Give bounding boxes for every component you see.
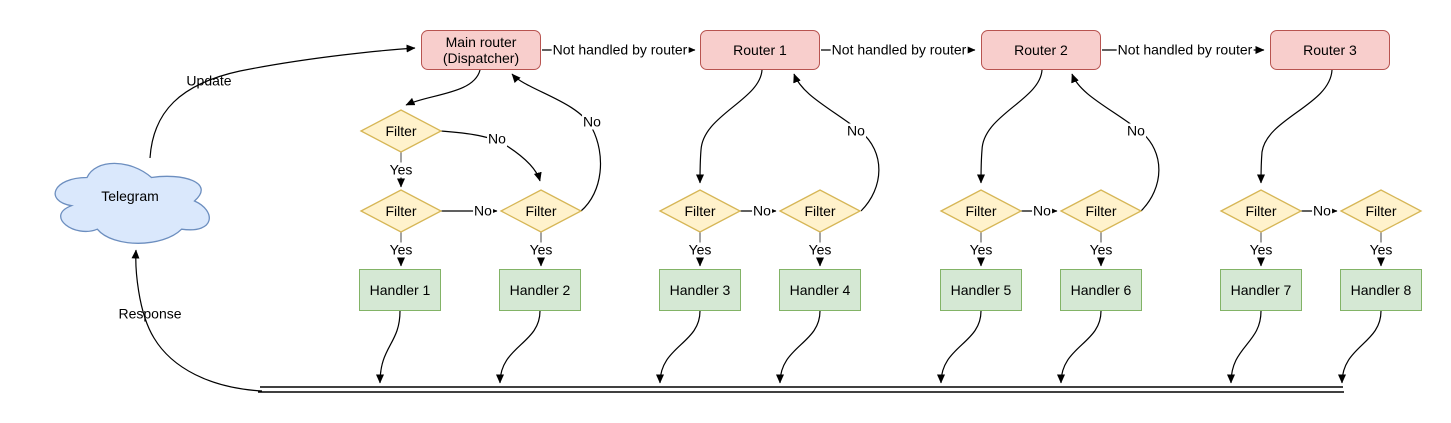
update-arrow [149, 44, 416, 159]
handler4-label: Handler 4 [789, 282, 851, 298]
no-label-b: No [473, 202, 493, 219]
update-label: Update [186, 72, 232, 89]
handler3-to-bus-arrow [656, 310, 701, 384]
filter-label-c: Filter [525, 203, 557, 219]
handler5-node: Handler 5 [940, 269, 1022, 311]
yes-label-h4: Yes [807, 241, 833, 258]
yes-stub-lines [400, 152, 1382, 243]
filter-label-d: Filter [684, 203, 716, 219]
no-label-r2: No [1032, 202, 1052, 219]
router2-no-return-arrow [1071, 73, 1160, 212]
dispatcher-label-line2: (Dispatcher) [442, 50, 520, 66]
router3-to-filter-arrow [1257, 69, 1333, 184]
handler3-node: Handler 3 [659, 269, 741, 311]
filter-label-e: Filter [804, 203, 836, 219]
no-label-r1: No [752, 202, 772, 219]
dispatcher-node: Main router (Dispatcher) [421, 30, 541, 70]
yes-label-h2: Yes [528, 241, 554, 258]
handler3-label: Handler 3 [669, 282, 731, 298]
filter-diamond-e [778, 189, 862, 233]
handler7-label: Handler 7 [1230, 282, 1292, 298]
router1-node: Router 1 [700, 30, 820, 70]
filter-diamond-a [359, 109, 443, 153]
handler5-label: Handler 5 [950, 282, 1012, 298]
router1-no-return-arrow [793, 73, 880, 212]
not-handled-label-3: Not handled by router [1116, 41, 1254, 58]
filter-diamond-f [939, 189, 1023, 233]
router2-label: Router 2 [1014, 42, 1068, 58]
handler6-to-bus-arrow [1057, 310, 1102, 384]
yes-label-h3: Yes [687, 241, 713, 258]
filter-diamond-d [658, 189, 742, 233]
filter-label-a: Filter [385, 123, 417, 139]
handler2-node: Handler 2 [499, 269, 581, 311]
filter-diamond-h [1219, 189, 1303, 233]
handler1-to-bus-arrow [376, 310, 401, 384]
handler1-node: Handler 1 [359, 269, 441, 311]
filter-a-no-arrow [440, 130, 542, 182]
handler6-node: Handler 6 [1060, 269, 1142, 311]
router2-to-filter-arrow [977, 69, 1043, 184]
router2-node: Router 2 [981, 30, 1101, 70]
handler2-to-bus-arrow [496, 310, 541, 384]
yes-label-h7: Yes [1248, 241, 1274, 258]
dispatcher-label-line1: Main router [445, 34, 517, 50]
yes-label-ab: Yes [388, 161, 414, 178]
handler8-label: Handler 8 [1350, 282, 1412, 298]
filter-diamond-g [1059, 189, 1143, 233]
handler5-to-bus-arrow [937, 310, 982, 384]
router1-to-filter-arrow [696, 69, 763, 184]
not-handled-label-1: Not handled by router [551, 41, 689, 58]
handler2-label: Handler 2 [509, 282, 571, 298]
no-label-c-return: No [582, 113, 602, 130]
filter-diamond-c [499, 189, 583, 233]
handler6-label: Handler 6 [1070, 282, 1132, 298]
yes-label-h1: Yes [388, 241, 414, 258]
dispatcher-label: Main router (Dispatcher) [443, 34, 519, 66]
no-label-r1-return: No [846, 122, 866, 139]
handler1-label: Handler 1 [369, 282, 431, 298]
telegram-cloud-label: Telegram [101, 188, 159, 204]
not-handled-label-2: Not handled by router [830, 41, 968, 58]
no-label-r3: No [1312, 202, 1332, 219]
yes-label-h6: Yes [1088, 241, 1114, 258]
handler4-node: Handler 4 [779, 269, 861, 311]
handler4-to-bus-arrow [776, 310, 821, 384]
telegram-cloud-shape [54, 162, 210, 244]
router1-label: Router 1 [733, 42, 787, 58]
yes-label-h8: Yes [1368, 241, 1394, 258]
filter-c-no-return-arrow [511, 73, 602, 212]
handler7-node: Handler 7 [1220, 269, 1302, 311]
filter-diamond-b [359, 189, 443, 233]
filter-label-f: Filter [965, 203, 997, 219]
filter-label-i: Filter [1365, 203, 1397, 219]
router3-node: Router 3 [1270, 30, 1390, 70]
filter-label-b: Filter [385, 203, 417, 219]
response-arrow [131, 249, 263, 392]
dispatcher-to-filter-arrow [405, 69, 481, 106]
response-label: Response [118, 305, 182, 322]
no-label-r2-return: No [1126, 122, 1146, 139]
handler7-to-bus-arrow [1227, 310, 1262, 384]
filter-diamond-i [1339, 189, 1423, 233]
yes-label-h5: Yes [968, 241, 994, 258]
filter-label-h: Filter [1245, 203, 1277, 219]
filter-label-g: Filter [1085, 203, 1117, 219]
handler8-to-bus-arrow [1338, 310, 1382, 384]
router3-label: Router 3 [1303, 42, 1357, 58]
no-label-a: No [487, 130, 507, 147]
handler8-node: Handler 8 [1340, 269, 1422, 311]
